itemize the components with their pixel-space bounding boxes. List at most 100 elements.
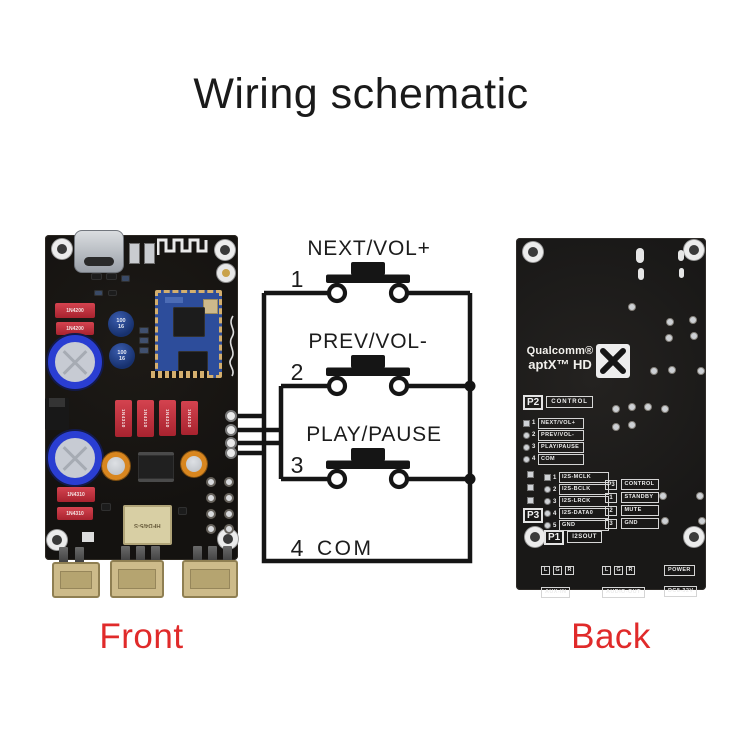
header-pin: [206, 493, 216, 503]
row2-number: 2: [291, 359, 304, 385]
big-capacitor: [48, 335, 102, 389]
diode-label: 1N4310: [66, 510, 84, 517]
button-next-vol-up: [326, 262, 410, 304]
pin-g: G: [614, 566, 623, 575]
pin-label: GND: [621, 518, 660, 530]
diode: 1N4310: [181, 401, 198, 435]
header-pin: [224, 509, 234, 519]
pin-number: 2: [553, 486, 557, 493]
pin-number: 3: [605, 518, 617, 529]
diode: 1N4310: [57, 487, 95, 502]
pin-l: L: [541, 566, 550, 575]
pin-label: STANDBY: [621, 492, 660, 504]
p1-header: I2SOUT: [567, 530, 602, 543]
mount-hole-icon: [523, 242, 543, 262]
pin-label: GND: [559, 520, 609, 532]
pin-number: 4: [532, 456, 536, 463]
header-pin: [206, 524, 216, 534]
diode-label: 1N4310: [187, 408, 192, 428]
diode: 1N4310: [57, 507, 93, 520]
relay: HFD4/5-S: [123, 505, 172, 545]
soic-ic: [138, 452, 174, 482]
brand-line2: aptX™ HD: [528, 356, 592, 372]
cap-volt: 16: [118, 356, 126, 362]
diode: 1N4310: [137, 400, 154, 437]
x-logo: [596, 344, 630, 378]
header-pin: [206, 477, 216, 487]
cap-value: 100: [116, 317, 126, 324]
pin-label: I2S-MCLK: [559, 472, 609, 484]
x-icon: [600, 348, 626, 374]
capacitor: 100 16: [109, 343, 135, 369]
power-voltage-label: DC8-32V: [664, 586, 698, 597]
diode: 1N4310: [115, 400, 132, 437]
header-pin: [224, 493, 234, 503]
capacitor: 100 16: [108, 311, 134, 337]
jst-connector: [182, 560, 238, 598]
power-label: POWER: [664, 565, 695, 576]
bluetooth-module: [155, 290, 222, 378]
pin-number: 1: [553, 474, 557, 481]
relay-label: HFD4/5-S: [134, 522, 161, 528]
wires: [236, 290, 473, 564]
pin-g: G: [553, 566, 562, 575]
pin-l: L: [602, 566, 611, 575]
pin-number: 4: [553, 510, 557, 517]
smd-capacitor: [144, 243, 155, 264]
pin-number: 2: [532, 432, 536, 439]
front-caption: Front: [99, 617, 184, 656]
diode-label: 1N4310: [165, 408, 170, 428]
flash-chip: [178, 351, 208, 373]
usb-c-port: [74, 230, 124, 273]
p1-tag: P1: [544, 529, 565, 545]
aux-in-label: AUX-IN: [541, 587, 571, 598]
audio-out-label: AUDIO-OUT: [602, 587, 645, 598]
pin-label: I2S-DATA0: [559, 508, 609, 520]
p2-tag: P2: [523, 395, 544, 410]
row2-label: PREV/VOL-: [308, 330, 427, 353]
pin-label: PREV/VOL-: [538, 429, 584, 441]
smd-part: [82, 532, 94, 542]
header-pin: [206, 509, 216, 519]
com-label: COM: [317, 537, 374, 560]
brand-line1: Qualcomm®: [526, 345, 594, 357]
diode: 1N4200: [55, 303, 95, 318]
tantalum-capacitor: [102, 452, 130, 480]
smd-capacitor: [129, 243, 140, 264]
pin-r: R: [565, 566, 574, 575]
silkscreen-script: [229, 315, 235, 377]
diode-label: 1N4310: [143, 409, 148, 428]
p3-tag: P3: [523, 508, 544, 523]
diode-label: 1N4200: [66, 307, 84, 314]
pin-number: 3: [532, 444, 536, 451]
jst-connector: [52, 562, 100, 598]
row1-number: 1: [291, 266, 304, 292]
p2-header: CONTROL: [546, 396, 593, 408]
button-play-pause: [326, 448, 410, 490]
header-pin: [224, 477, 234, 487]
tantalum-capacitor: [181, 451, 207, 477]
pin-label: PLAY/PAUSE: [538, 441, 584, 453]
front-pcb-photo: 1N4200 1N4200 100 16 100 16 1N4310 1N431…: [45, 230, 238, 598]
ipex-connector: [216, 263, 236, 283]
cap-volt: 16: [117, 324, 125, 330]
mount-hole-icon: [215, 240, 235, 260]
row3-label: PLAY/PAUSE: [306, 423, 442, 446]
header-pin: [224, 524, 234, 534]
pin-number: 5: [553, 522, 557, 529]
pcb-antenna-icon: [157, 238, 208, 255]
mount-hole-icon: [684, 240, 704, 260]
row3-number: 3: [291, 452, 304, 478]
pin-number: 1: [532, 420, 536, 427]
mount-hole-icon: [684, 527, 704, 547]
big-capacitor: [48, 431, 102, 485]
com-number: 4: [291, 535, 304, 561]
pin-number: 3: [553, 498, 557, 505]
solder-pads: [151, 371, 209, 378]
p3-control-legend: P3 CONTROL 1 STANDBY 2 MUTE 3 GND: [605, 476, 660, 530]
mount-hole-icon: [47, 530, 67, 550]
